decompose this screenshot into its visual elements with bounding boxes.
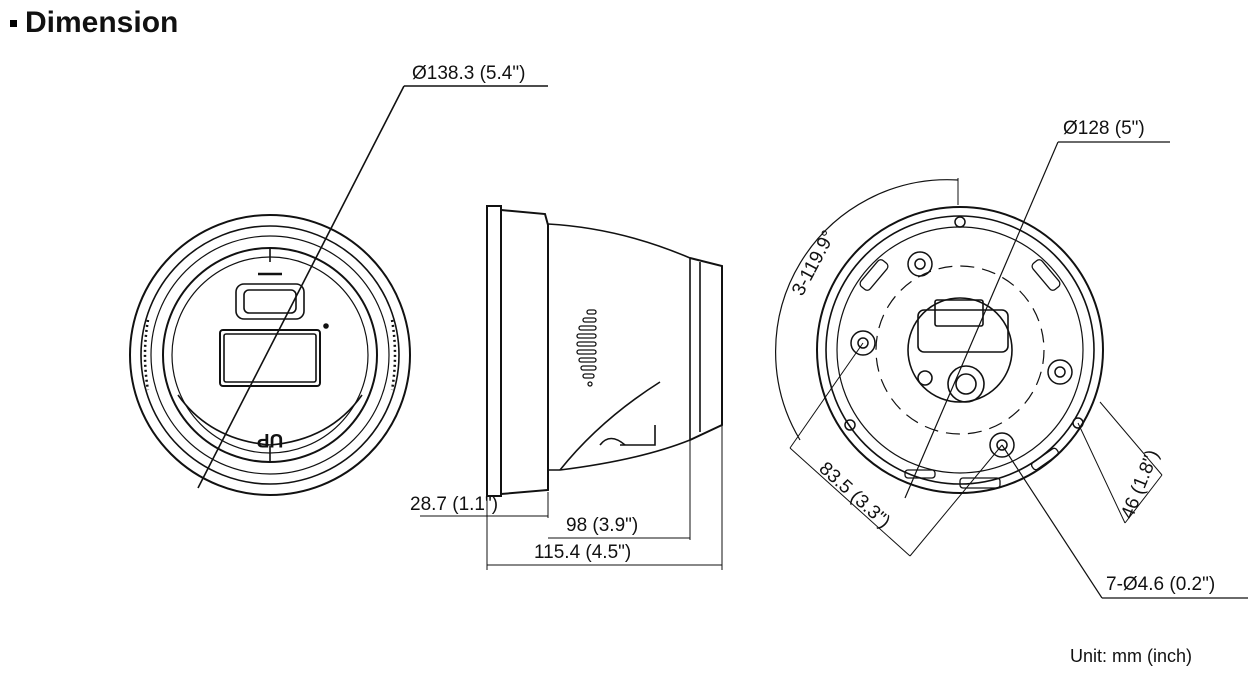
bottom-view: 3-119.9° Ø128 (5") 83.5 (3.3") 46 (1.8")… xyxy=(775,118,1248,599)
front-view: Ø138.3 (5.4") UP xyxy=(129,63,548,496)
side-view: 28.7 (1.1") 98 (3.9") 115.4 (4.5") xyxy=(410,205,723,570)
holes-label: 7-Ø4.6 (0.2") xyxy=(1106,574,1215,595)
base-height-label: 28.7 (1.1") xyxy=(410,494,498,515)
unit-note: Unit: mm (inch) xyxy=(1070,646,1193,666)
inner-diameter-label: Ø128 (5") xyxy=(1063,118,1145,139)
angle-label: 3-119.9° xyxy=(788,227,840,299)
inner-depth-label: 98 (3.9") xyxy=(566,515,638,536)
section-heading: Dimension xyxy=(10,6,178,40)
small-spacing-label: 46 (1.8") xyxy=(1117,447,1164,522)
logo-text: UP xyxy=(256,429,283,450)
bullet-icon xyxy=(10,19,17,27)
total-depth-label: 115.4 (4.5") xyxy=(534,542,631,563)
front-diameter-label: Ø138.3 (5.4") xyxy=(412,63,525,84)
heading-text: Dimension xyxy=(25,6,179,39)
